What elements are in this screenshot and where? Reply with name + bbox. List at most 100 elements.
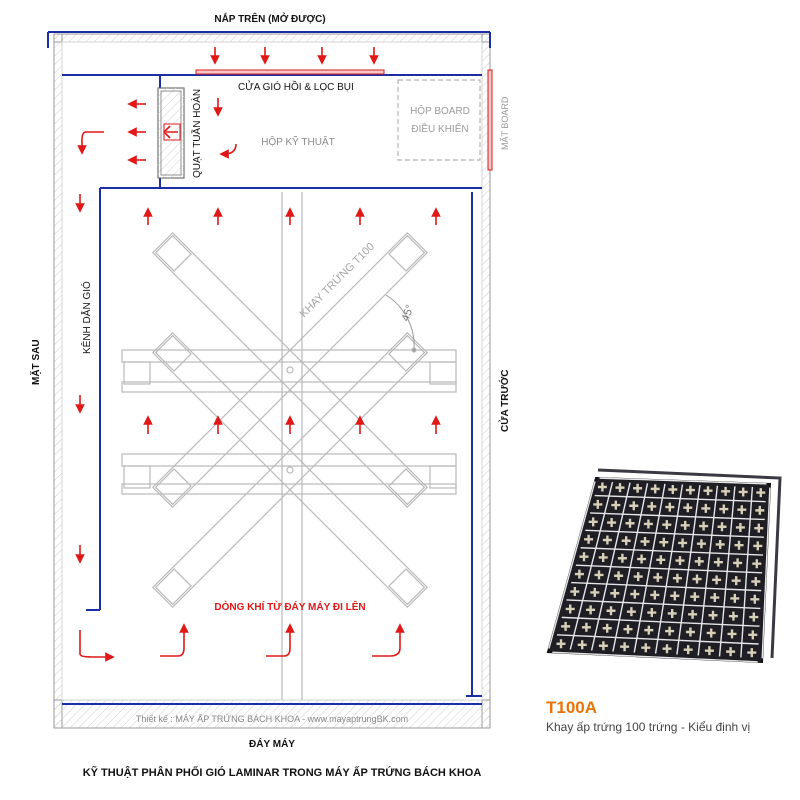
tray-grid-line xyxy=(697,485,719,656)
tray-cell xyxy=(570,587,580,597)
tray-cell xyxy=(579,552,589,562)
tray-grid-line xyxy=(740,486,754,658)
board-box-label-2: ĐIỀU KHIỂN xyxy=(411,122,468,135)
tray-cell xyxy=(749,612,759,622)
tray-cell xyxy=(683,645,693,655)
tray-cell xyxy=(704,646,714,656)
board-box-label-1: HỘP BOARD xyxy=(410,104,470,117)
tray-cell xyxy=(565,604,575,614)
tray-cell xyxy=(756,488,766,498)
tray-cell xyxy=(728,611,738,621)
tray-cell xyxy=(721,486,731,496)
tray-cell xyxy=(588,517,598,527)
tray-cell xyxy=(688,609,698,619)
tray-cell xyxy=(598,552,608,562)
tray-cell xyxy=(685,627,695,637)
tray-grid-line xyxy=(718,486,736,657)
tray-cell xyxy=(647,501,657,511)
tray-cell xyxy=(665,502,675,512)
tray-cell xyxy=(626,607,636,617)
tray-cell xyxy=(719,504,729,514)
tray-cell xyxy=(753,541,763,551)
tray-cell xyxy=(713,557,723,567)
tray-cell xyxy=(556,639,566,649)
tray-cell xyxy=(727,629,737,639)
tray-cell xyxy=(581,622,591,632)
tray-grid-line xyxy=(556,634,759,645)
product-subtitle: Khay ấp trứng 100 trứng - Kiểu định vị xyxy=(546,720,751,734)
tray-grid-line xyxy=(561,616,760,627)
tray-cell xyxy=(641,643,651,653)
tray-cell xyxy=(650,484,660,494)
tray-cell xyxy=(752,559,762,569)
tray-cell xyxy=(561,621,571,631)
tray-cell xyxy=(607,518,617,528)
tray-cell xyxy=(637,554,647,564)
return-vent-filter xyxy=(195,69,385,75)
tray-cell xyxy=(621,536,631,546)
tray-cell xyxy=(737,505,747,515)
tray-cell xyxy=(667,608,677,618)
tray-cell xyxy=(610,588,620,598)
top-cover-label: NẮP TRÊN (MỞ ĐƯỢC) xyxy=(214,12,325,25)
tray-cell xyxy=(590,587,600,597)
tray-cell xyxy=(598,641,608,651)
tray-grid-line xyxy=(571,581,762,592)
tray-cell xyxy=(751,576,761,586)
tray-cell xyxy=(602,535,612,545)
tray-grid-line xyxy=(575,564,763,574)
tray-cell xyxy=(701,503,711,513)
tray-cell xyxy=(747,648,757,658)
tray-cell xyxy=(715,539,725,549)
designer-credit: Thiết kế : MÁY ẤP TRỨNG BÁCH KHOA - www.… xyxy=(136,714,408,724)
tray-cell xyxy=(593,499,603,509)
circulation-fan-label: QUẠT TUẦN HOÀN xyxy=(190,89,203,178)
tray-cell xyxy=(633,483,643,493)
front-door-label: CỬA TRƯỚC xyxy=(498,369,511,432)
tray-cell xyxy=(574,569,584,579)
tray-cell xyxy=(633,572,643,582)
tray-cell xyxy=(611,500,621,510)
tray-cell xyxy=(678,538,688,548)
tray-cell xyxy=(685,485,695,495)
tray-cell xyxy=(703,486,713,496)
tray-cell xyxy=(662,644,672,654)
tray-cell xyxy=(717,522,727,532)
tray-cell xyxy=(665,626,675,636)
tray-cell xyxy=(606,606,616,616)
tray-cell xyxy=(620,642,630,652)
tray-grid-line xyxy=(566,599,761,610)
tray-cell xyxy=(755,505,765,515)
tray-cell xyxy=(675,556,685,566)
tray-cell xyxy=(584,534,594,544)
tray-cell xyxy=(586,605,596,615)
tray-grid-line xyxy=(761,487,771,659)
tray-cell xyxy=(690,592,700,602)
tray-grid-line xyxy=(552,651,758,663)
tray-cell xyxy=(699,521,709,531)
tray-cell xyxy=(680,520,690,530)
tray-cell xyxy=(708,610,718,620)
tray-grid-line xyxy=(548,481,596,649)
tray-cell xyxy=(662,520,672,530)
tray-cell xyxy=(710,593,720,603)
tray-cell xyxy=(668,484,678,494)
tray-cell xyxy=(706,628,716,638)
tray-cell xyxy=(694,556,704,566)
tray-grid-line xyxy=(676,485,701,655)
tray-cell xyxy=(726,647,736,657)
tray-cell xyxy=(748,630,758,640)
tray-cell xyxy=(617,553,627,563)
egg-tray-icon xyxy=(546,468,782,664)
angle-label: 45° xyxy=(400,303,417,323)
tray-cell xyxy=(597,482,607,492)
air-channel-label: KÊNH DẪN GIÓ xyxy=(80,281,93,354)
tray-cell xyxy=(615,483,625,493)
tray-cell xyxy=(640,536,650,546)
tray-cell xyxy=(614,571,624,581)
tray-cell xyxy=(643,519,653,529)
board-box xyxy=(397,79,481,161)
tray-cell xyxy=(647,608,657,618)
tray-cell xyxy=(672,573,682,583)
